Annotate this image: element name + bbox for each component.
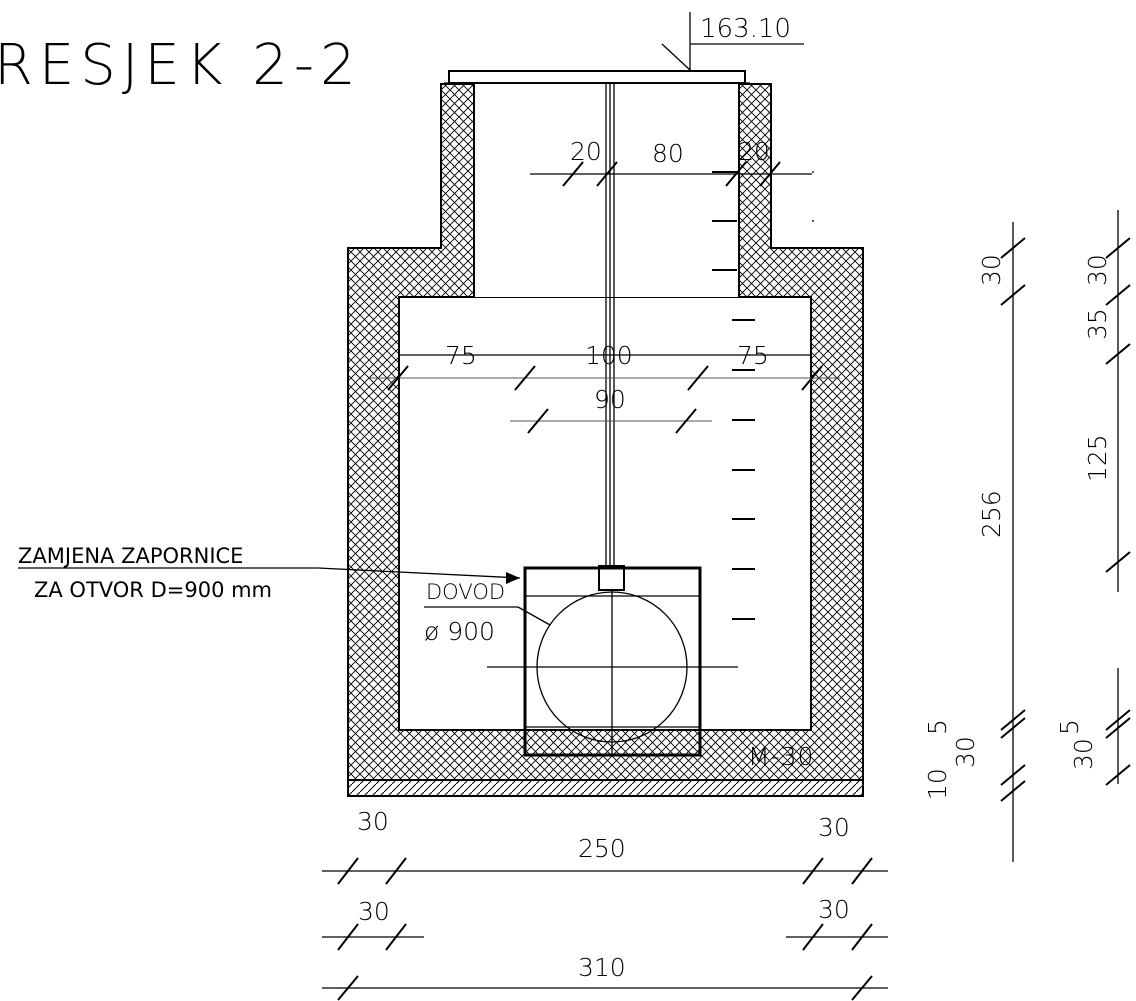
concrete-structure [347,83,864,797]
dim-vertical-right: 30 35 125 5 30 [1055,210,1131,786]
dim-bot-wr1: 30 [818,813,850,842]
dim-bot-wl2: 30 [358,897,390,926]
ladder-rungs [712,171,814,620]
dim-inner-right: 75 [737,341,769,370]
elevation-mark: 163.10 [661,12,804,71]
dim-vr-a: 5 [1055,719,1084,735]
dim-bot-inner: 250 [578,834,626,863]
dim-bot-wr2: 30 [818,895,850,924]
dim-vl-top: 30 [977,254,1006,286]
pipe-labels: DOVOD ø 900 [424,580,551,646]
dim-vl-b: 30 [951,736,980,768]
diameter-label: ø 900 [424,617,495,646]
dim-gate-width: 90 [594,385,626,414]
dim-vr-b: 30 [1069,738,1098,770]
dim-vl-a: 5 [923,719,952,735]
dim-inner-mid: 100 [585,341,633,370]
dim-top: 20 80 20 [530,137,812,187]
gate-label-line2: ZA OTVOR D=900 mm [34,578,272,602]
gate-callout: ZAMJENA ZAPORNICE ZA OTVOR D=900 mm [18,544,521,602]
section-title: RESJEK 2-2 [0,33,362,98]
dim-vr-top: 30 [1083,254,1112,286]
dim-top-right: 20 [738,137,770,166]
pipe-opening [487,590,738,755]
dim-vl-c: 10 [923,768,952,800]
dim-vertical-left: 30 256 5 30 10 [923,222,1026,862]
dim-vr-upper: 35 [1083,308,1112,340]
elevation-value: 163.10 [700,14,791,44]
dim-top-left: 20 [570,137,602,166]
dim-bot-wl1: 30 [357,807,389,836]
dim-bot-total: 310 [578,953,626,982]
dim-inner: 75 100 75 90 [370,341,840,434]
dim-inner-left: 75 [445,341,477,370]
dim-top-mid: 80 [652,139,684,168]
dim-vr-gate: 125 [1083,434,1112,482]
gate-label-line1: ZAMJENA ZAPORNICE [18,544,243,568]
inflow-label: DOVOD [426,580,505,604]
dim-bottom: 30 30 250 30 30 310 [322,807,888,1001]
manhole-cover [444,70,750,84]
concrete-grade: M-30 [748,742,814,771]
dim-vl-inner: 256 [977,490,1006,538]
